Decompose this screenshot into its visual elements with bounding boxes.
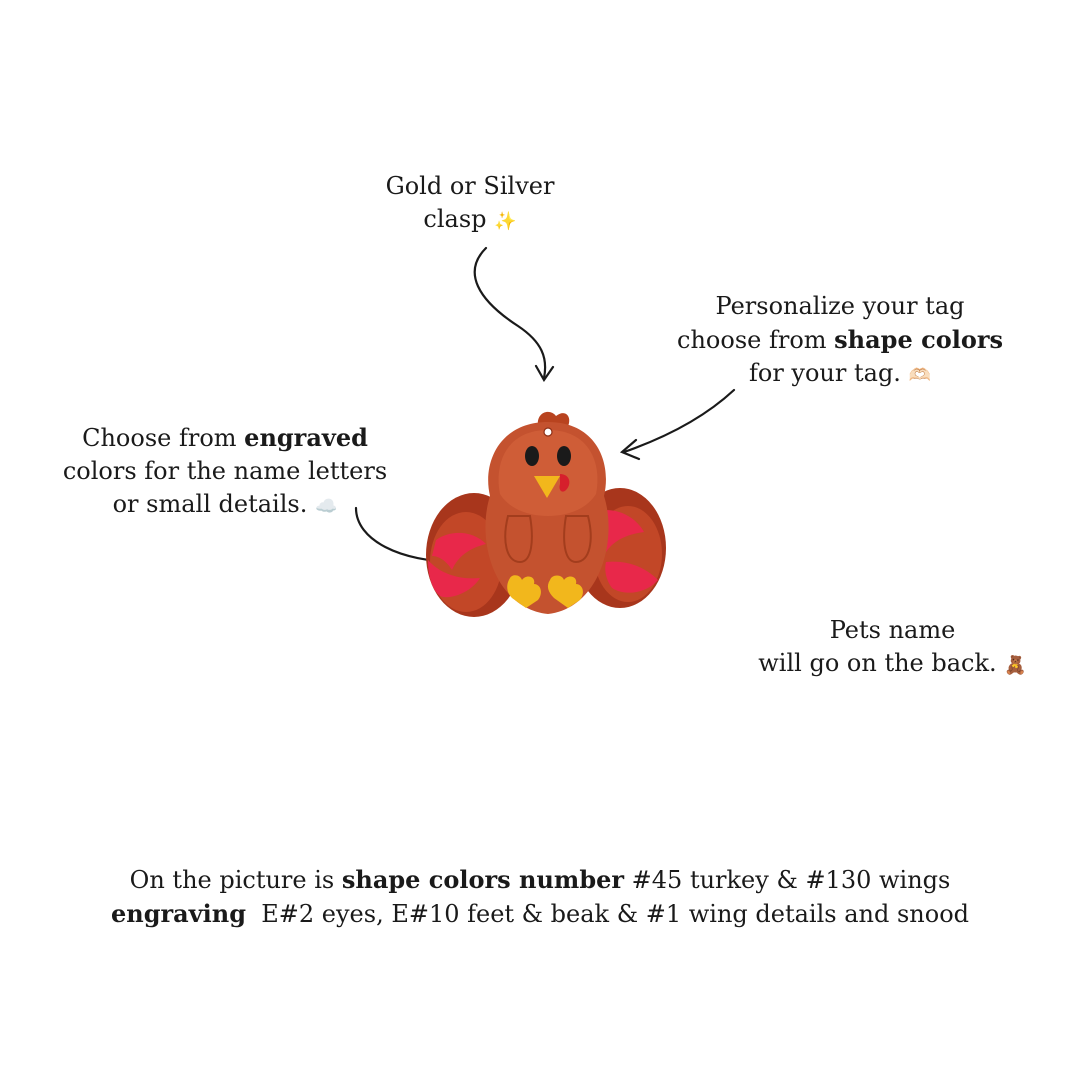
engraved-bold: engraved: [244, 423, 368, 452]
pets-name-note: Pets name will go on the back. 🧸: [740, 614, 1045, 682]
caption-line2-bold: engraving: [111, 899, 246, 928]
left-foot: [507, 575, 541, 608]
engraved-note-line2: colors for the name letters: [62, 457, 388, 485]
shape-colors-bold: shape colors: [834, 325, 1003, 354]
turkey-tag-image: [426, 411, 666, 617]
pets-note-line1: Pets name: [829, 616, 956, 644]
beak: [534, 476, 560, 498]
pets-note-line2: will go on the back. 🧸: [740, 647, 1045, 682]
teddy-bear-icon: 🧸: [1004, 655, 1027, 676]
turkey-body: [485, 422, 609, 614]
caption-line1-suffix: #45 turkey & #130 wings: [624, 866, 951, 894]
caption-line2-suffix: E#2 eyes, E#10 feet & beak & #1 wing det…: [246, 900, 969, 928]
caption-line2: engraving E#2 eyes, E#10 feet & beak & #…: [40, 897, 1040, 931]
heart-hands-icon: 🫶🏻: [908, 365, 931, 386]
clasp-note-line2: clasp ✨: [330, 203, 610, 238]
engraved-note-text: or small details.: [112, 490, 308, 518]
personalize-note-line1: Personalize your tag: [715, 292, 965, 320]
snood: [559, 474, 570, 492]
clasp-arrow: [473, 246, 555, 383]
product-caption: On the picture is shape colors number #4…: [40, 863, 1040, 931]
clasp-note-text: clasp: [423, 205, 487, 233]
personalize-note: Personalize your tag choose from shape c…: [640, 290, 1040, 392]
personalize-note-line3: for your tag. 🫶🏻: [640, 357, 1040, 392]
right-foot: [547, 575, 583, 608]
personalize-note-line2: choose from shape colors: [640, 323, 1040, 357]
engraved-note-line3: or small details. ☁️: [40, 488, 410, 523]
sparkles-icon: ✨: [494, 211, 517, 232]
left-eye: [525, 446, 539, 466]
personalize-note-text: for your tag.: [748, 359, 901, 387]
clasp-note-line1: Gold or Silver: [385, 172, 555, 200]
personalize-note-prefix: choose from: [677, 326, 835, 354]
pets-note-text: will go on the back.: [758, 649, 997, 677]
engraved-note: Choose from engraved colors for the name…: [40, 421, 410, 523]
caption-line1-bold: shape colors number: [341, 865, 625, 894]
engraved-note-line1: Choose from engraved: [40, 421, 410, 455]
caption-line1-prefix: On the picture is: [129, 866, 342, 894]
engraved-note-prefix: Choose from: [82, 424, 245, 452]
caption-line1: On the picture is shape colors number #4…: [40, 863, 1040, 897]
cloud-icon: ☁️: [314, 496, 338, 517]
clasp-note: Gold or Silver clasp ✨: [330, 170, 610, 238]
personalize-arrow: [619, 388, 736, 461]
right-eye: [557, 446, 571, 466]
